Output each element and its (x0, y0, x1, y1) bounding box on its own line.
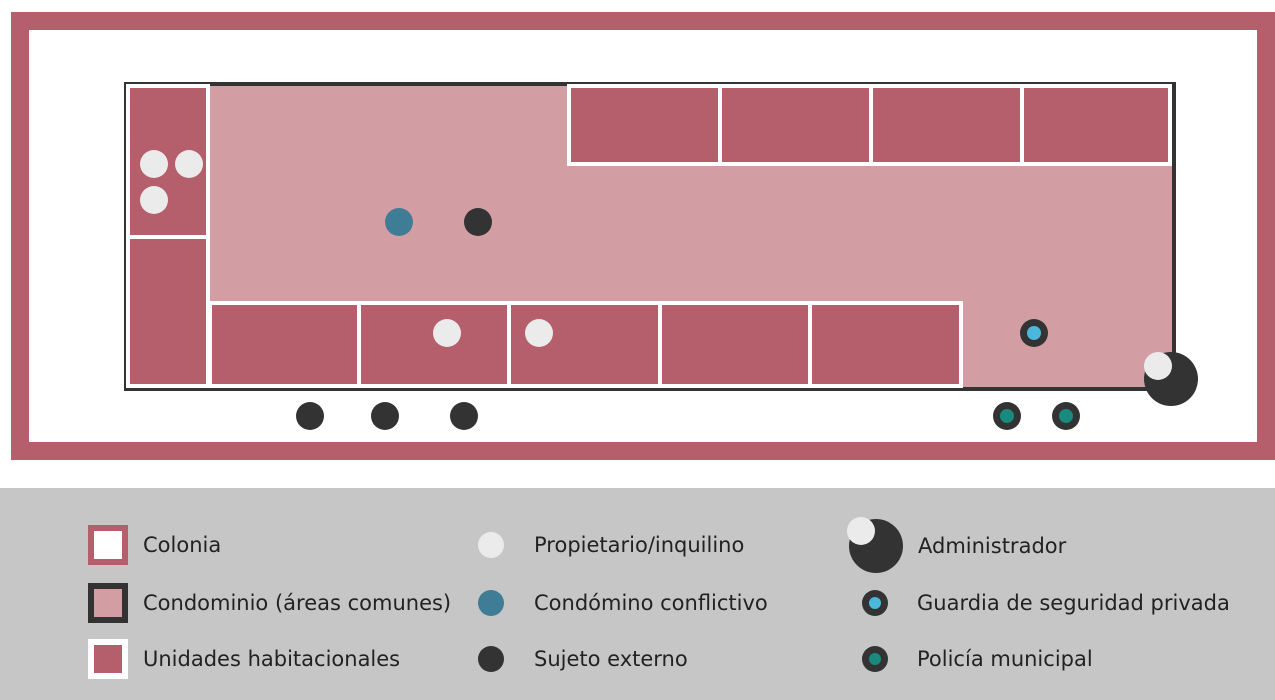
legend-label-policia: Policía municipal (917, 647, 1093, 671)
housing-unit-top-4 (1020, 84, 1172, 166)
unidades-swatch (88, 639, 128, 679)
administrator-marker-inner (1144, 352, 1172, 380)
external-subject-marker (296, 402, 324, 430)
housing-unit-bottom-2 (357, 301, 511, 388)
colonia-swatch (88, 525, 128, 565)
owner-legend-icon (478, 532, 504, 558)
external-subject-marker (371, 402, 399, 430)
owner-marker (433, 319, 461, 347)
legend-label-externo: Sujeto externo (534, 647, 688, 671)
legend-label-propietario: Propietario/inquilino (534, 533, 745, 557)
legend-item-administrador: Administrador (847, 517, 1067, 573)
legend-item-guardia: Guardia de seguridad privada (862, 590, 1230, 616)
external-legend-icon (478, 646, 504, 672)
private-guard-marker (1020, 319, 1048, 347)
owner-marker (175, 150, 203, 178)
legend-label-guardia: Guardia de seguridad privada (917, 591, 1230, 615)
guard-legend-icon (862, 590, 888, 616)
legend-label-colonia: Colonia (143, 533, 222, 557)
legend-label-unidades: Unidades habitacionales (143, 647, 401, 671)
housing-unit-top-1 (567, 84, 722, 166)
legend-item-externo: Sujeto externo (478, 646, 688, 672)
legend-item-colonia: Colonia (88, 525, 221, 565)
legend-item-propietario: Propietario/inquilino (478, 532, 744, 558)
housing-unit-left-bottom (126, 235, 210, 388)
external-subject-marker (450, 402, 478, 430)
legend: Colonia Condominio (áreas comunes) Unida… (0, 488, 1275, 700)
external-subject-marker (464, 208, 492, 236)
owner-marker (140, 150, 168, 178)
legend-item-conflictivo: Condómino conflictivo (478, 590, 768, 616)
owner-marker (525, 319, 553, 347)
legend-label-condominio: Condominio (áreas comunes) (143, 591, 452, 615)
police-marker (993, 402, 1021, 430)
administrator-legend-icon (847, 517, 903, 573)
housing-unit-top-3 (869, 84, 1024, 166)
owner-marker (140, 186, 168, 214)
conflictive-legend-icon (478, 590, 504, 616)
legend-item-condominio: Condominio (áreas comunes) (88, 583, 451, 623)
police-marker (1052, 402, 1080, 430)
legend-label-conflictivo: Condómino conflictivo (534, 591, 768, 615)
legend-item-policia: Policía municipal (862, 646, 1093, 672)
condominio-swatch (88, 583, 128, 623)
housing-unit-top-2 (718, 84, 873, 166)
conflictive-resident-marker (385, 208, 413, 236)
legend-label-administrador: Administrador (918, 534, 1067, 558)
legend-item-unidades: Unidades habitacionales (88, 639, 400, 679)
police-legend-icon (862, 646, 888, 672)
housing-unit-bottom-5 (808, 301, 963, 388)
housing-unit-bottom-4 (658, 301, 812, 388)
housing-unit-bottom-1 (208, 301, 361, 388)
